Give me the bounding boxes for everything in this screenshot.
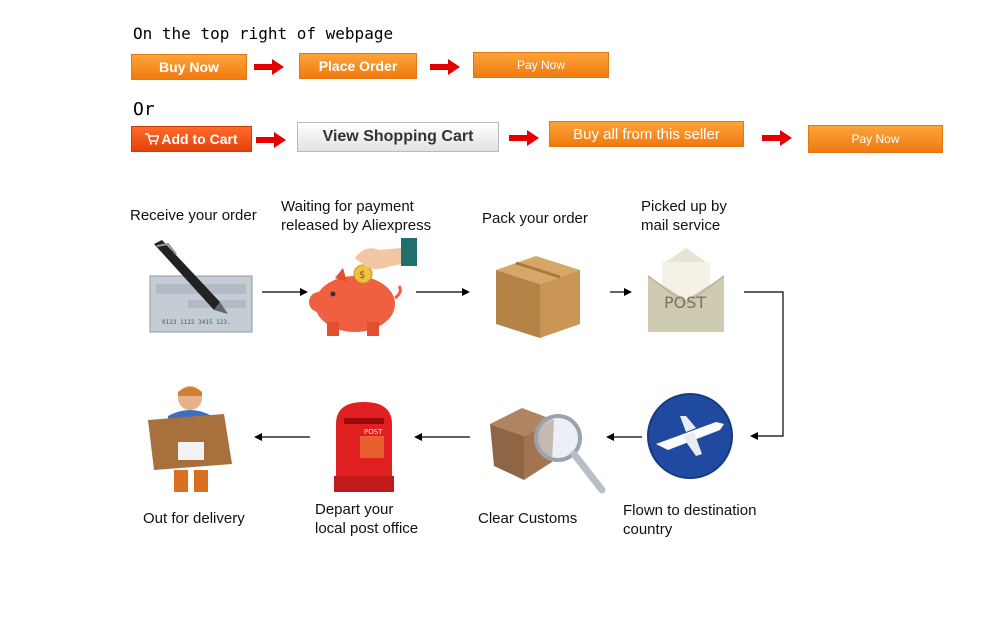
check-and-pen-icon: 0123 1122 3415 123.: [149, 240, 253, 333]
flow-arrow-icon: [606, 433, 642, 441]
step-depart-label-line2: local post office: [315, 520, 419, 537]
place-order-button[interactable]: Place Order: [299, 53, 417, 79]
step-picked-label-line2: mail service: [641, 217, 721, 234]
add-to-cart-label: Add to Cart: [161, 131, 238, 147]
add-to-cart-button[interactable]: Add to Cart: [131, 126, 252, 152]
red-arrow-icon: [254, 59, 284, 75]
cardboard-box-icon: [496, 256, 580, 338]
step-picked-label-line1: Picked up by: [641, 198, 727, 215]
flow-arrow-icon: [414, 433, 470, 441]
flow-arrow-icon: [254, 433, 310, 441]
check-number-text: 0123 1122 3415 123.: [162, 319, 231, 326]
step-pack-label: Pack your order: [482, 210, 588, 227]
red-arrow-icon: [509, 130, 539, 146]
red-arrow-icon: [430, 59, 460, 75]
flow-connector-icon: [744, 291, 784, 440]
step-depart-label-line1: Depart your: [315, 501, 394, 518]
post-box-text: POST: [364, 428, 383, 436]
red-arrow-icon: [256, 132, 286, 148]
post-envelope-text: POST: [664, 293, 706, 312]
piggy-bank-icon: $: [309, 238, 417, 336]
buy-all-from-seller-button[interactable]: Buy all from this seller: [549, 121, 744, 147]
cart-icon: [145, 133, 160, 145]
airplane-globe-icon: [647, 393, 733, 479]
svg-text:$: $: [359, 270, 365, 281]
pay-now-button-2[interactable]: Pay Now: [808, 125, 943, 153]
customs-box-magnifier-icon: [490, 408, 606, 494]
delivery-man-icon: [148, 386, 232, 492]
flow-arrow-icon: [262, 288, 308, 296]
step-flown-label-line2: country: [623, 521, 673, 538]
view-shopping-cart-button[interactable]: View Shopping Cart: [297, 122, 499, 152]
flow-arrow-icon: [610, 288, 632, 296]
step-delivery-label: Out for delivery: [143, 510, 245, 527]
step-receive-label: Receive your order: [130, 207, 257, 224]
instruction-text: On the top right of webpage: [133, 24, 394, 43]
red-arrow-icon: [762, 130, 792, 146]
step-waiting-label-line1: Waiting for payment: [281, 198, 414, 215]
step-waiting-label-line2: released by Aliexpress: [281, 217, 432, 234]
or-text: Or: [133, 99, 155, 120]
step-flown-label-line1: Flown to destination: [623, 502, 757, 519]
flow-arrow-icon: [416, 288, 470, 296]
step-customs-label: Clear Customs: [478, 510, 578, 527]
red-post-box-icon: POST: [334, 402, 394, 492]
post-envelope-icon: POST: [647, 248, 725, 332]
pay-now-button[interactable]: Pay Now: [473, 52, 609, 78]
buy-now-button[interactable]: Buy Now: [131, 54, 247, 80]
